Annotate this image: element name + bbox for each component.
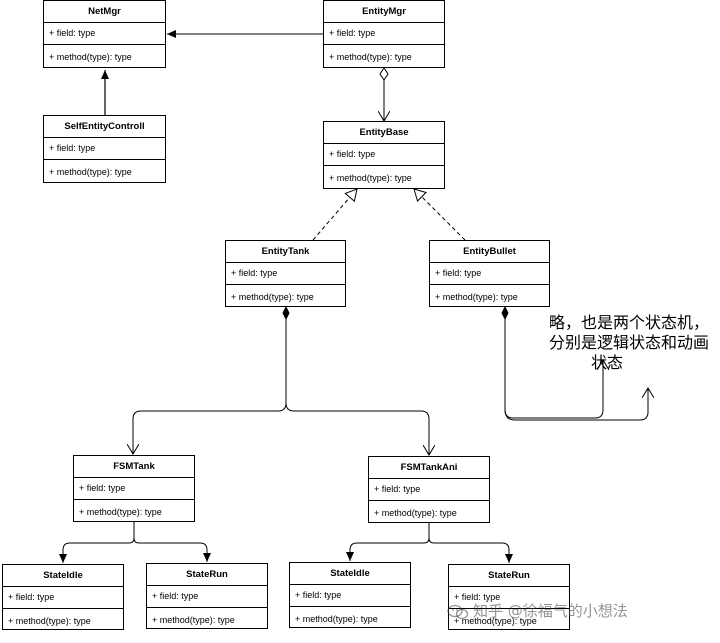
class-field: + field: type: [449, 587, 569, 609]
edge-fsmtankani-stateidle: [346, 523, 430, 561]
class-method: + method(type): type: [329, 52, 412, 62]
watermark-text: 知乎 @徐福气的小想法: [473, 602, 628, 620]
class-entitybase[interactable]: EntityBase + field: type + method(type):…: [323, 121, 445, 189]
class-name: SelfEntityControll: [44, 116, 165, 138]
class-name: StateIdle: [290, 563, 410, 585]
class-netmgr[interactable]: NetMgr + field: type + method(type): typ…: [43, 0, 166, 68]
class-name: FSMTankAni: [369, 457, 489, 479]
annotation-note: 略，也是两个状态机， 分别是逻辑状态和动画 状态: [549, 313, 711, 373]
class-name: EntityBullet: [430, 241, 549, 263]
class-method: + method(type): type: [329, 173, 412, 183]
class-method: + method(type): type: [49, 167, 132, 177]
class-method: + method(type): type: [435, 292, 518, 302]
class-method: + method(type): type: [79, 507, 162, 517]
aggregation-diamond-entitymgr: [379, 67, 389, 81]
edge-entitybullet-note-2: [504, 388, 648, 421]
class-name: EntityBase: [324, 122, 444, 144]
class-name: StateRun: [449, 565, 569, 587]
class-name: EntityTank: [226, 241, 345, 263]
class-method: + method(type): type: [49, 52, 132, 62]
class-name: StateIdle: [3, 565, 123, 587]
class-fsmtank[interactable]: FSMTank + field: type + method(type): ty…: [73, 455, 195, 522]
class-field: + field: type: [74, 478, 194, 500]
class-field: + field: type: [324, 144, 444, 166]
class-staterun-fsmtank[interactable]: StateRun + field: type + method(type): t…: [146, 563, 268, 629]
note-line-3: 状态: [591, 353, 624, 372]
class-field: + field: type: [226, 263, 345, 285]
class-field: + field: type: [324, 23, 444, 45]
class-method: + method(type): type: [231, 292, 314, 302]
class-name: StateRun: [147, 564, 267, 586]
note-line-1: 略，也是两个状态机，: [549, 313, 710, 332]
class-fsmtankani[interactable]: FSMTankAni + field: type + method(type):…: [368, 456, 490, 523]
class-method: + method(type): type: [374, 508, 457, 518]
edge-entitytank-fsmtank: [133, 319, 287, 454]
class-field: + field: type: [430, 263, 549, 285]
class-field: + field: type: [44, 23, 165, 45]
class-entitytank[interactable]: EntityTank + field: type + method(type):…: [225, 240, 346, 307]
class-method: + method(type): type: [454, 616, 537, 626]
class-field: + field: type: [369, 479, 489, 501]
class-staterun-fsmtankani[interactable]: StateRun + field: type + method(type): t…: [448, 564, 570, 630]
edge-entitytank-fsmtankani: [285, 402, 429, 455]
class-name: EntityMgr: [324, 1, 444, 23]
class-selfentitycontroll[interactable]: SelfEntityControll + field: type + metho…: [43, 115, 166, 183]
class-name: FSMTank: [74, 456, 194, 478]
class-method: + method(type): type: [8, 616, 91, 626]
class-stateidle-fsmtankani[interactable]: StateIdle + field: type + method(type): …: [289, 562, 411, 628]
class-entitybullet[interactable]: EntityBullet + field: type + method(type…: [429, 240, 550, 307]
edge-entitybullet-entitybase: [413, 188, 466, 241]
class-entitymgr[interactable]: EntityMgr + field: type + method(type): …: [323, 0, 445, 68]
edge-fsmtankani-staterun: [428, 537, 513, 563]
class-field: + field: type: [147, 586, 267, 608]
zhihu-logo-icon: [447, 604, 469, 619]
watermark: 知乎 @徐福气的小想法: [447, 598, 628, 624]
edge-fsmtank-stateidle: [59, 522, 135, 563]
class-field: + field: type: [290, 585, 410, 607]
class-method: + method(type): type: [152, 615, 235, 625]
class-name: NetMgr: [44, 1, 165, 23]
edge-entitytank-entitybase: [312, 188, 358, 241]
note-line-2: 分别是逻辑状态和动画: [549, 333, 710, 352]
class-field: + field: type: [3, 587, 123, 609]
class-stateidle-fsmtank[interactable]: StateIdle + field: type + method(type): …: [2, 564, 124, 630]
class-method: + method(type): type: [295, 614, 378, 624]
edge-fsmtank-staterun: [133, 537, 211, 562]
class-field: + field: type: [44, 138, 165, 160]
